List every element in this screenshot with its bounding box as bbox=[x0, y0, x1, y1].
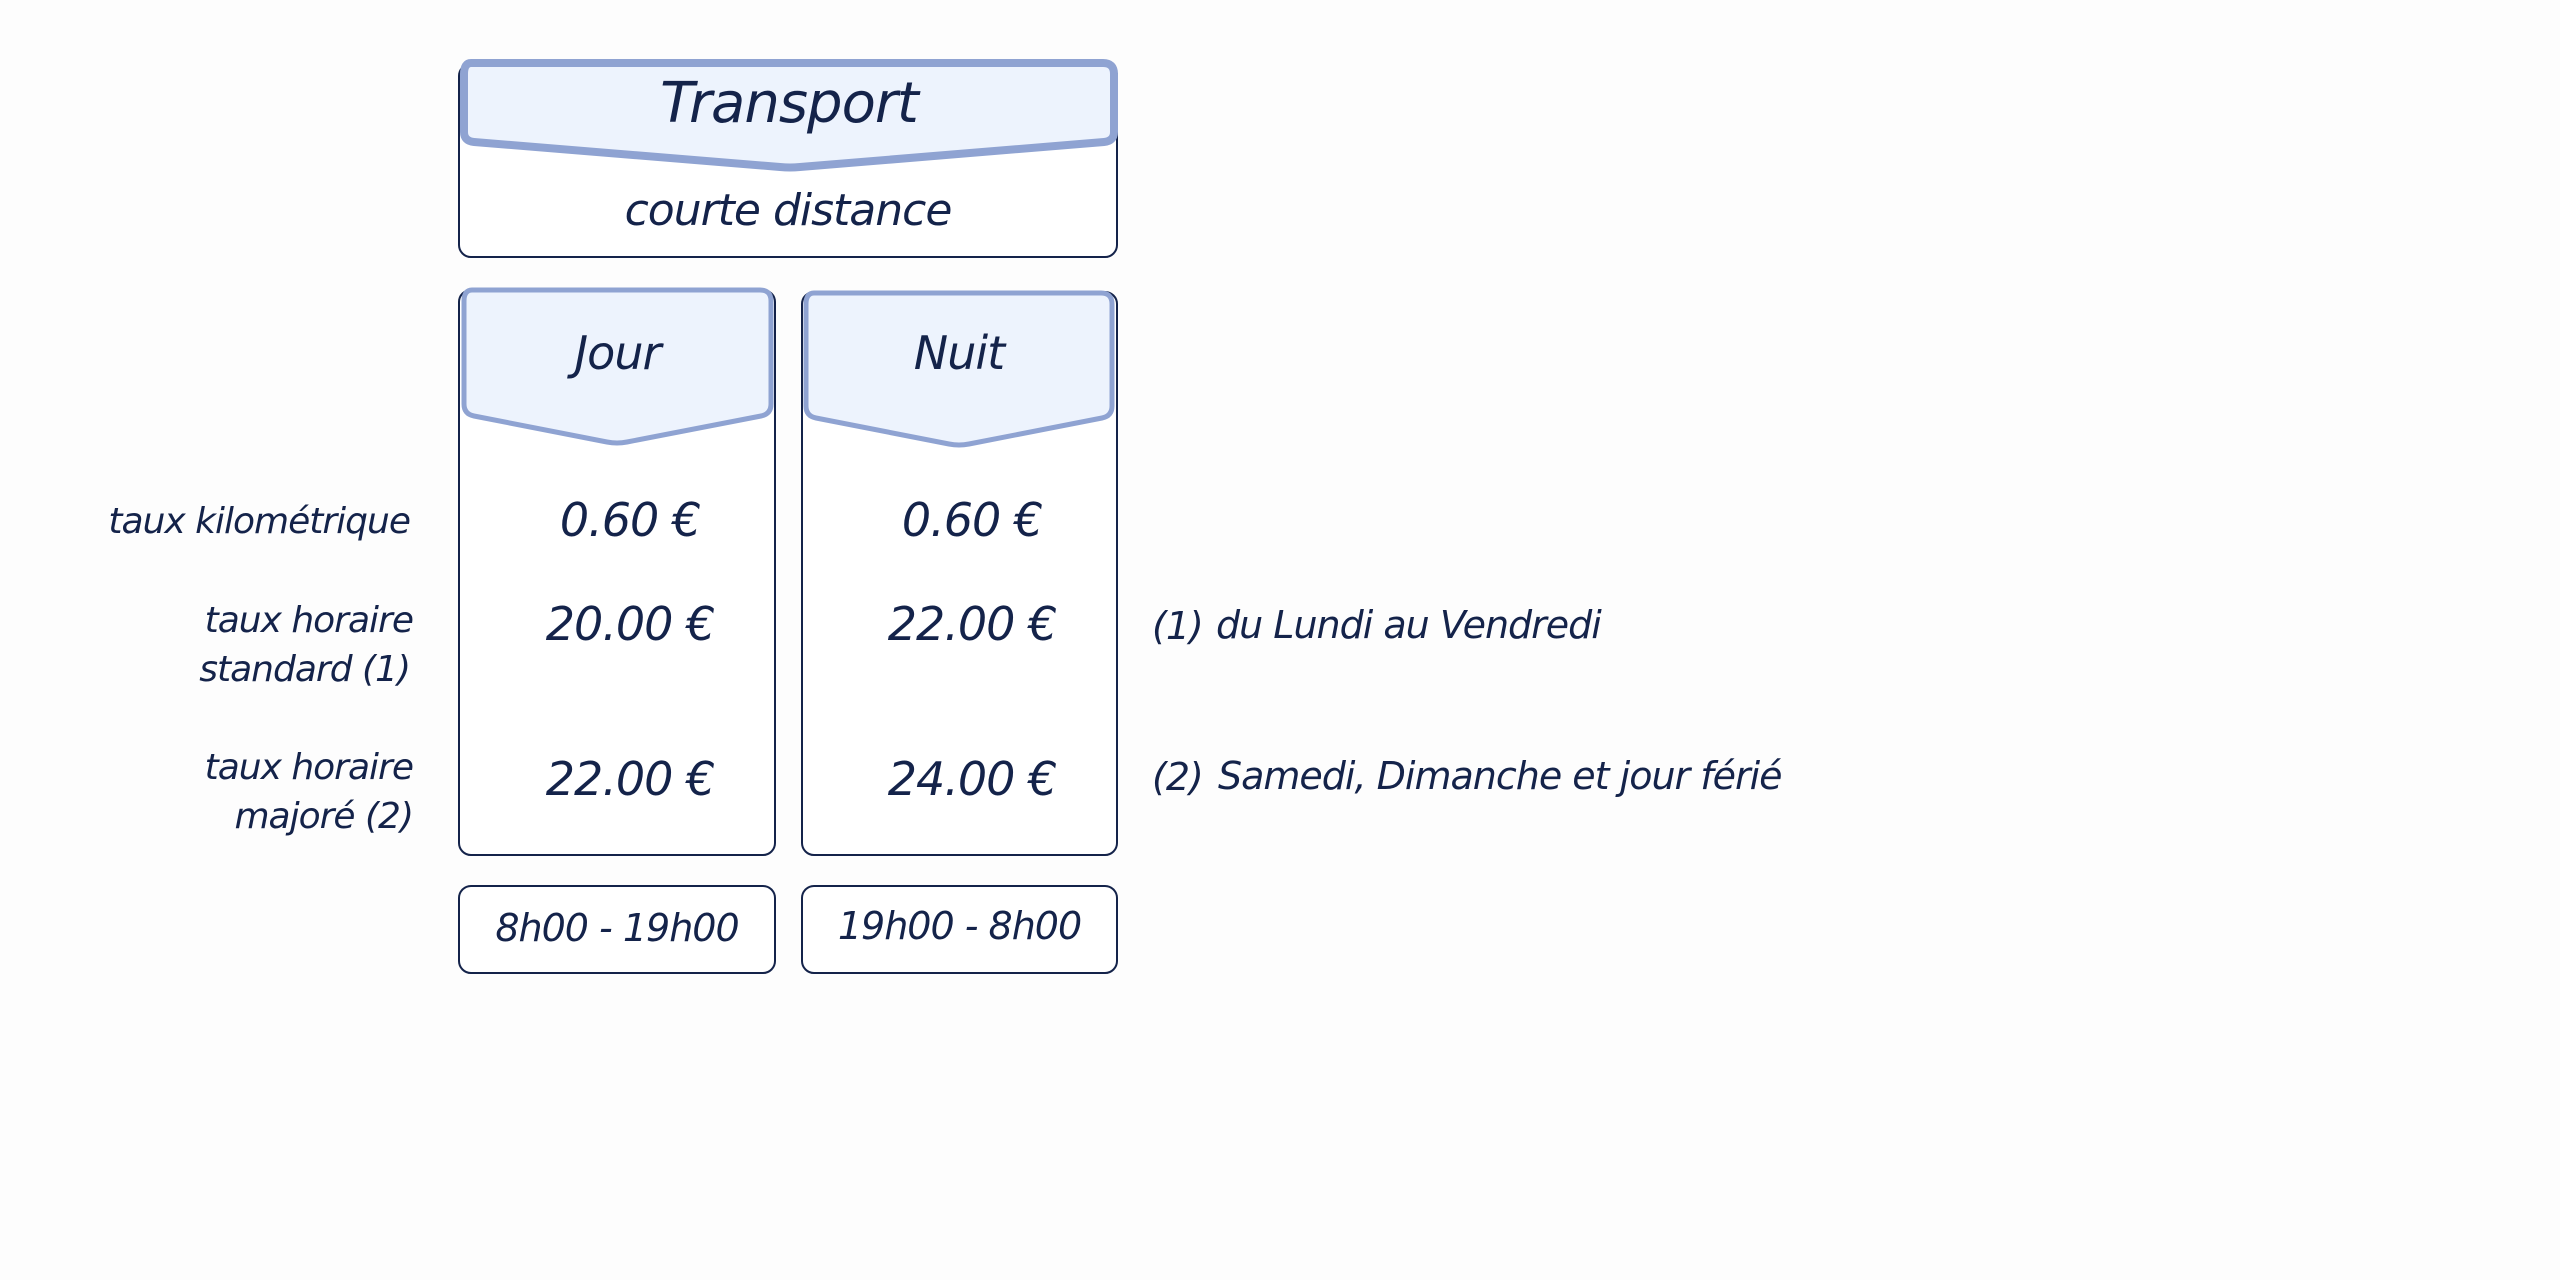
title-banner bbox=[460, 59, 1118, 172]
title: Transport bbox=[660, 71, 919, 136]
day-hourly-standard-rate: 20.00 € bbox=[545, 597, 716, 651]
row-label-hourly-standard: taux horaire bbox=[204, 600, 414, 641]
day-column-title: Jour bbox=[574, 326, 662, 380]
night-hours: 19h00 - 8h00 bbox=[837, 904, 1082, 948]
night-hourly-increased-rate: 24.00 € bbox=[887, 752, 1058, 806]
night-hours-frame bbox=[801, 885, 1118, 974]
note-2-text: Samedi, Dimanche et jour férié bbox=[1218, 754, 1783, 798]
day-hours-frame bbox=[458, 885, 776, 974]
night-column-title: Nuit bbox=[913, 326, 1005, 380]
note-1-text: du Lundi au Vendredi bbox=[1216, 603, 1602, 647]
day-kilometric-rate: 0.60 € bbox=[559, 493, 701, 547]
day-header-banner bbox=[461, 287, 774, 446]
row-label-kilometric: taux kilométrique bbox=[108, 501, 411, 542]
note-1-marker: (1) bbox=[1152, 604, 1204, 648]
row-label-hourly-increased: taux horaire bbox=[204, 747, 414, 788]
row-label-hourly-increased-note: majoré (2) bbox=[234, 796, 414, 837]
night-header-banner bbox=[803, 290, 1115, 448]
subtitle: courte distance bbox=[624, 185, 953, 236]
day-hours: 8h00 - 19h00 bbox=[495, 906, 739, 950]
night-hourly-standard-rate: 22.00 € bbox=[887, 597, 1058, 651]
night-kilometric-rate: 0.60 € bbox=[901, 493, 1043, 547]
note-2-marker: (2) bbox=[1152, 755, 1204, 799]
row-label-hourly-standard-note: standard (1) bbox=[199, 649, 411, 690]
day-hourly-increased-rate: 22.00 € bbox=[545, 752, 716, 806]
